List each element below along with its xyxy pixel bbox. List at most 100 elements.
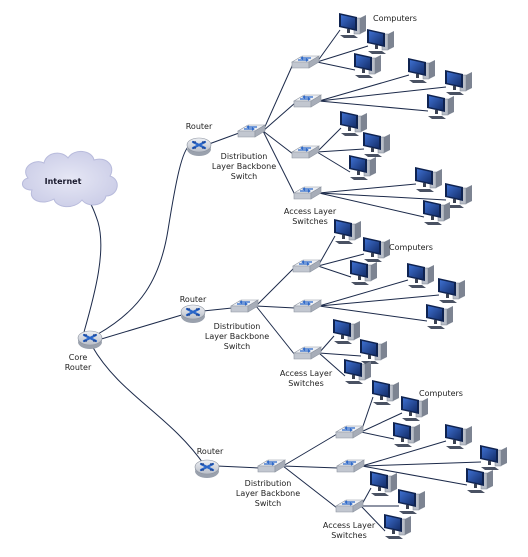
access-switches-label-line1: Access Layer	[284, 207, 337, 216]
computer-icon	[445, 70, 472, 95]
computer-icon	[349, 155, 376, 180]
link-line	[316, 45, 369, 63]
link-line	[262, 130, 296, 196]
distribution-switch-label-line1: Distribution	[214, 322, 261, 331]
link-line	[318, 352, 362, 357]
computer-icon	[372, 380, 399, 405]
computers-label: Computers	[389, 243, 433, 252]
link-line	[318, 294, 440, 307]
distribution-switch-label-line1: Distribution	[221, 152, 268, 161]
router-label: Router	[180, 295, 207, 304]
access-switch-icon	[291, 259, 322, 273]
link-line	[360, 431, 395, 440]
computer-icon	[466, 468, 493, 493]
link-line	[318, 279, 409, 307]
access-switch-icon	[334, 425, 365, 439]
link-line	[316, 127, 342, 153]
access-switches-label-line2: Switches	[288, 379, 324, 388]
link-line	[318, 192, 425, 218]
computer-icon	[350, 260, 377, 285]
link-line	[262, 130, 294, 155]
computer-icon	[438, 278, 465, 303]
router-icon	[194, 459, 220, 478]
access-switches-label-line2: Switches	[292, 217, 328, 226]
link-line	[318, 352, 346, 377]
link-line	[91, 345, 206, 467]
computer-icon	[354, 53, 381, 78]
router-label: Router	[197, 447, 224, 456]
distribution-switch-label-line3: Switch	[255, 499, 281, 508]
link-line	[317, 235, 336, 267]
core-router-label-line1: Core	[69, 353, 88, 362]
link-line	[317, 265, 352, 278]
internet-cloud: Internet	[22, 151, 118, 208]
link-line	[97, 313, 186, 341]
distribution-switch-label-line2: Layer Backbone	[212, 162, 276, 171]
access-switch-icon	[292, 186, 323, 200]
link-line	[202, 307, 233, 312]
computer-icon	[445, 183, 472, 208]
computer-icon	[340, 111, 367, 136]
computer-icon	[423, 200, 450, 225]
link-line	[361, 440, 447, 467]
computer-icon	[398, 489, 425, 514]
computers-label: Computers	[419, 389, 463, 398]
access-switch-icon	[290, 145, 321, 159]
computer-icon	[427, 94, 454, 119]
router-icon	[77, 330, 103, 349]
link-line	[316, 151, 351, 173]
link-line	[216, 465, 260, 469]
link-line	[316, 29, 341, 63]
computer-icon	[363, 237, 390, 262]
link-line	[255, 267, 295, 307]
link-line	[316, 61, 356, 71]
link-line	[361, 465, 468, 486]
distribution-switch-label-line1: Distribution	[245, 479, 292, 488]
access-switch-icon	[334, 499, 365, 513]
link-line	[282, 465, 339, 469]
link-line	[318, 183, 417, 194]
access-switch-icon	[292, 299, 323, 313]
computers-label: Computers	[373, 14, 417, 23]
internet-label: Internet	[45, 177, 82, 186]
link-line	[318, 86, 447, 102]
computer-icon	[384, 514, 411, 539]
link-line	[282, 465, 338, 509]
computer-icon	[426, 304, 453, 329]
link-line	[318, 192, 447, 201]
link-line	[255, 305, 296, 356]
computer-icon	[408, 58, 435, 83]
link-line	[318, 100, 429, 112]
link-line	[262, 63, 294, 132]
computer-icon	[401, 396, 428, 421]
access-switch-icon	[292, 94, 323, 108]
router-label: Router	[186, 122, 213, 131]
access-switch-icon	[335, 459, 366, 473]
core-router-label-line2: Router	[65, 363, 92, 372]
computer-icon	[339, 13, 366, 38]
computer-icon	[333, 319, 360, 344]
access-switches-label-line1: Access Layer	[323, 521, 376, 530]
link-line	[97, 144, 191, 335]
link-line	[360, 412, 403, 433]
computer-icon	[363, 132, 390, 157]
computer-icon	[480, 445, 507, 470]
computer-icon	[360, 339, 387, 364]
link-line	[361, 461, 482, 467]
link-line	[83, 195, 102, 333]
distribution-switch-label-line2: Layer Backbone	[205, 332, 269, 341]
link-line	[318, 305, 428, 322]
link-line	[317, 253, 365, 267]
computer-icon	[393, 422, 420, 447]
link-line	[208, 132, 240, 145]
link-line	[282, 433, 338, 467]
access-switches-label-line1: Access Layer	[280, 369, 333, 378]
computer-icon	[407, 263, 434, 288]
distribution-switch-label-line2: Layer Backbone	[236, 489, 300, 498]
router-icon	[186, 137, 212, 156]
access-switches-label-line2: Switches	[331, 531, 367, 540]
computer-icon	[334, 219, 361, 244]
link-line	[360, 505, 386, 532]
computer-icon	[415, 167, 442, 192]
link-line	[316, 148, 365, 153]
